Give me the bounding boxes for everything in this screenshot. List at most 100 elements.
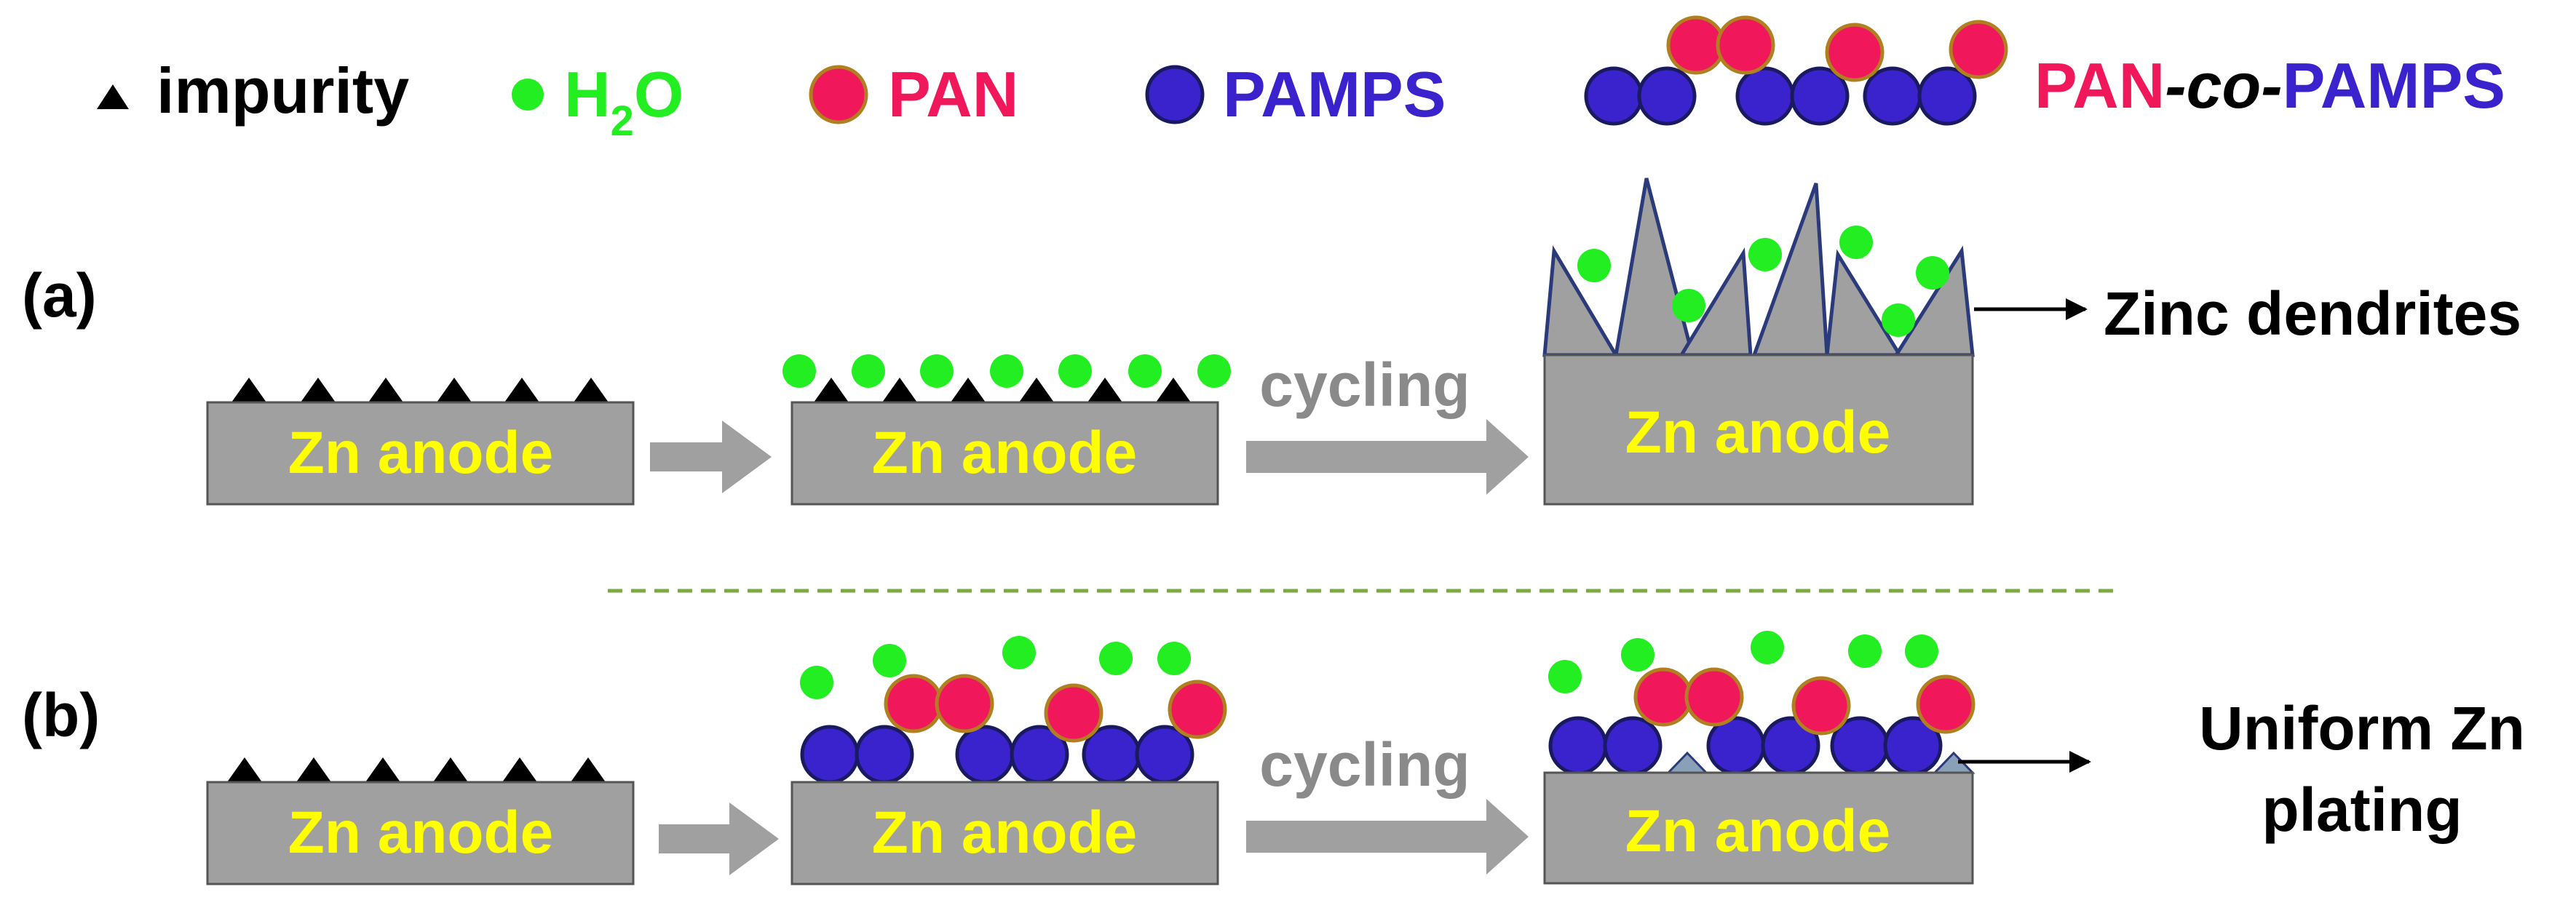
row-a-stage-3-water — [1577, 226, 1949, 337]
impurity-icon — [1019, 378, 1054, 402]
legend-h2o-label: H2O — [564, 58, 683, 145]
impurity-icon — [365, 757, 400, 782]
water-molecule — [990, 354, 1023, 388]
pan-legend-icon — [809, 65, 868, 124]
row-b-arrow-1 — [659, 803, 779, 875]
water-legend-icon — [512, 79, 544, 111]
pan-bead — [1633, 667, 1693, 727]
row-b-anode-1-label: Zn anode — [288, 800, 553, 866]
impurity-icon — [504, 378, 539, 402]
dendrite — [1614, 178, 1695, 357]
water-molecule — [1197, 354, 1231, 388]
row-a-zn-anode-3 — [1543, 354, 1974, 506]
row-a-callout-label: Zinc dendrites — [2104, 279, 2521, 348]
pamps-bead — [1603, 716, 1662, 776]
row-a-stage-1-impurities — [231, 378, 609, 402]
water-molecule — [1748, 238, 1782, 271]
pan-bead — [1684, 667, 1744, 727]
water-molecule — [1002, 636, 1036, 669]
water-molecule — [1577, 249, 1611, 282]
impurity-icon — [296, 757, 331, 782]
pan-bead — [1168, 680, 1227, 739]
impurity-icon — [368, 378, 403, 402]
row-b-zn-anode-1 — [206, 781, 635, 885]
impurity-icon — [882, 378, 917, 402]
water-molecule — [1548, 660, 1582, 693]
copolymer-pamps-bead — [1637, 66, 1697, 126]
copolymer-pamps-bead — [1917, 66, 1977, 126]
row-b-anode-2-label: Zn anode — [872, 800, 1137, 866]
pamps-legend-icon — [1145, 65, 1205, 124]
water-molecule — [782, 354, 816, 388]
water-molecule — [1058, 354, 1092, 388]
water-molecule — [852, 354, 885, 388]
row-a-stage-2-impurities — [814, 378, 1191, 402]
water-molecule — [1905, 634, 1938, 668]
water-molecule — [1128, 354, 1162, 388]
row-a-arrow-2 — [1246, 419, 1529, 495]
water-molecule — [1916, 256, 1949, 290]
legend-copolymer-label: PAN-co-PAMPS — [2034, 49, 2505, 122]
row-b-stage-3-polymer — [1548, 667, 1975, 776]
dendrite — [1825, 249, 1903, 357]
row-b-stage-2-water — [800, 636, 1191, 699]
row-b-stage-2-polymer — [800, 674, 1227, 784]
copolymer-pan-bead — [1949, 20, 2008, 79]
water-molecule — [1099, 642, 1133, 675]
row-a-cycling-label: cycling — [1259, 351, 1470, 419]
water-molecule — [1882, 303, 1915, 337]
pamps-bead — [855, 725, 914, 784]
row-b-zn-anode-3 — [1543, 771, 1974, 885]
legend-impurity-label: impurity — [156, 55, 409, 127]
row-b-zn-anode-2 — [790, 781, 1219, 885]
copolymer-pamps-bead — [1863, 66, 1922, 126]
pamps-bead — [955, 725, 1015, 784]
row-b-callout-line1: Uniform Zn — [2199, 694, 2525, 762]
row-b-stage-1-impurities — [227, 757, 606, 782]
pan-bead — [935, 674, 994, 733]
water-molecule — [873, 644, 906, 677]
pan-bead — [1044, 683, 1103, 743]
water-molecule — [800, 666, 833, 699]
row-a-stage-2-water — [782, 354, 1231, 388]
impurity-icon — [227, 757, 262, 782]
water-molecule — [920, 354, 954, 388]
row-b-arrow-2 — [1246, 799, 1529, 875]
copolymer-pamps-bead — [1790, 66, 1850, 126]
pamps-bead — [800, 725, 860, 784]
pamps-bead — [1548, 716, 1608, 776]
water-molecule — [1839, 226, 1873, 259]
impurity-icon — [814, 378, 849, 402]
copolymer-legend-icon — [1584, 15, 2008, 126]
impurity-icon — [301, 378, 336, 402]
impurity-icon — [502, 757, 537, 782]
copolymer-pan-bead — [1825, 23, 1885, 82]
copolymer-pamps-bead — [1584, 66, 1644, 126]
uniform-deposit — [1665, 751, 1709, 774]
legend-pamps-label: PAMPS — [1223, 58, 1446, 130]
pan-bead — [1791, 676, 1851, 736]
row-b-callout-line2: plating — [2262, 776, 2462, 844]
row-a-zn-anode-1 — [206, 401, 635, 506]
impurity-icon — [231, 378, 266, 402]
pamps-bead — [1706, 716, 1766, 776]
legend: impurity H2O PAN PAMPS PAN-co-PAMPS — [97, 15, 2505, 145]
row-a-anode-3-label: Zn anode — [1625, 399, 1890, 466]
water-molecule — [1672, 289, 1705, 322]
water-molecule — [1621, 638, 1654, 672]
impurity-icon — [574, 378, 609, 402]
row-b-stage-3-water — [1548, 631, 1938, 693]
row-a-anode-2-label: Zn anode — [872, 420, 1137, 486]
row-b-cycling-label: cycling — [1259, 730, 1470, 799]
copolymer-pan-bead — [1716, 15, 1775, 75]
row-b-label: (b) — [22, 681, 100, 749]
row-a-label: (a) — [22, 261, 97, 330]
impurity-icon — [1156, 378, 1191, 402]
impurity-icon — [433, 757, 468, 782]
pan-bead — [1916, 674, 1975, 734]
impurity-icon — [1087, 378, 1122, 402]
row-a-zn-anode-2 — [790, 401, 1219, 506]
legend-pan-label: PAN — [888, 58, 1018, 130]
impurity-legend-icon — [97, 84, 129, 109]
